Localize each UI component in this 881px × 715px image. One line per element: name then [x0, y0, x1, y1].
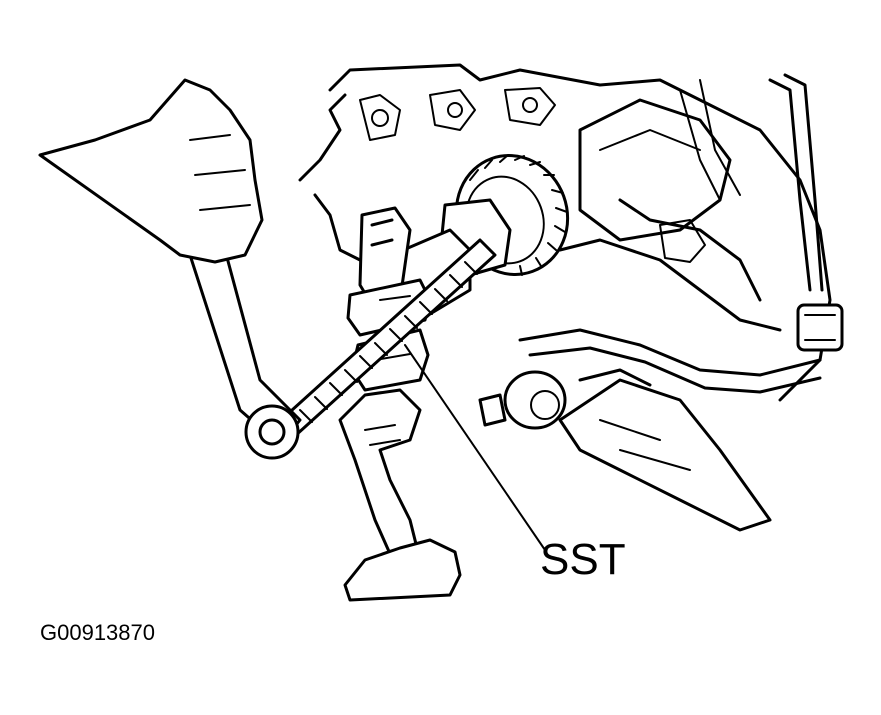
left-hand: [38, 78, 264, 264]
right-forearm: [478, 370, 772, 532]
sensor-connector: [768, 73, 844, 352]
adjustable-wrench: [338, 388, 422, 567]
right-hand: [343, 538, 462, 602]
ring-wrench: [188, 248, 302, 460]
figure-code: G00913870: [40, 620, 155, 645]
sst-leader-line: [404, 344, 546, 551]
sst-label: SST: [540, 535, 626, 584]
engine-block: [298, 63, 832, 402]
wiring-harness: [518, 328, 822, 394]
